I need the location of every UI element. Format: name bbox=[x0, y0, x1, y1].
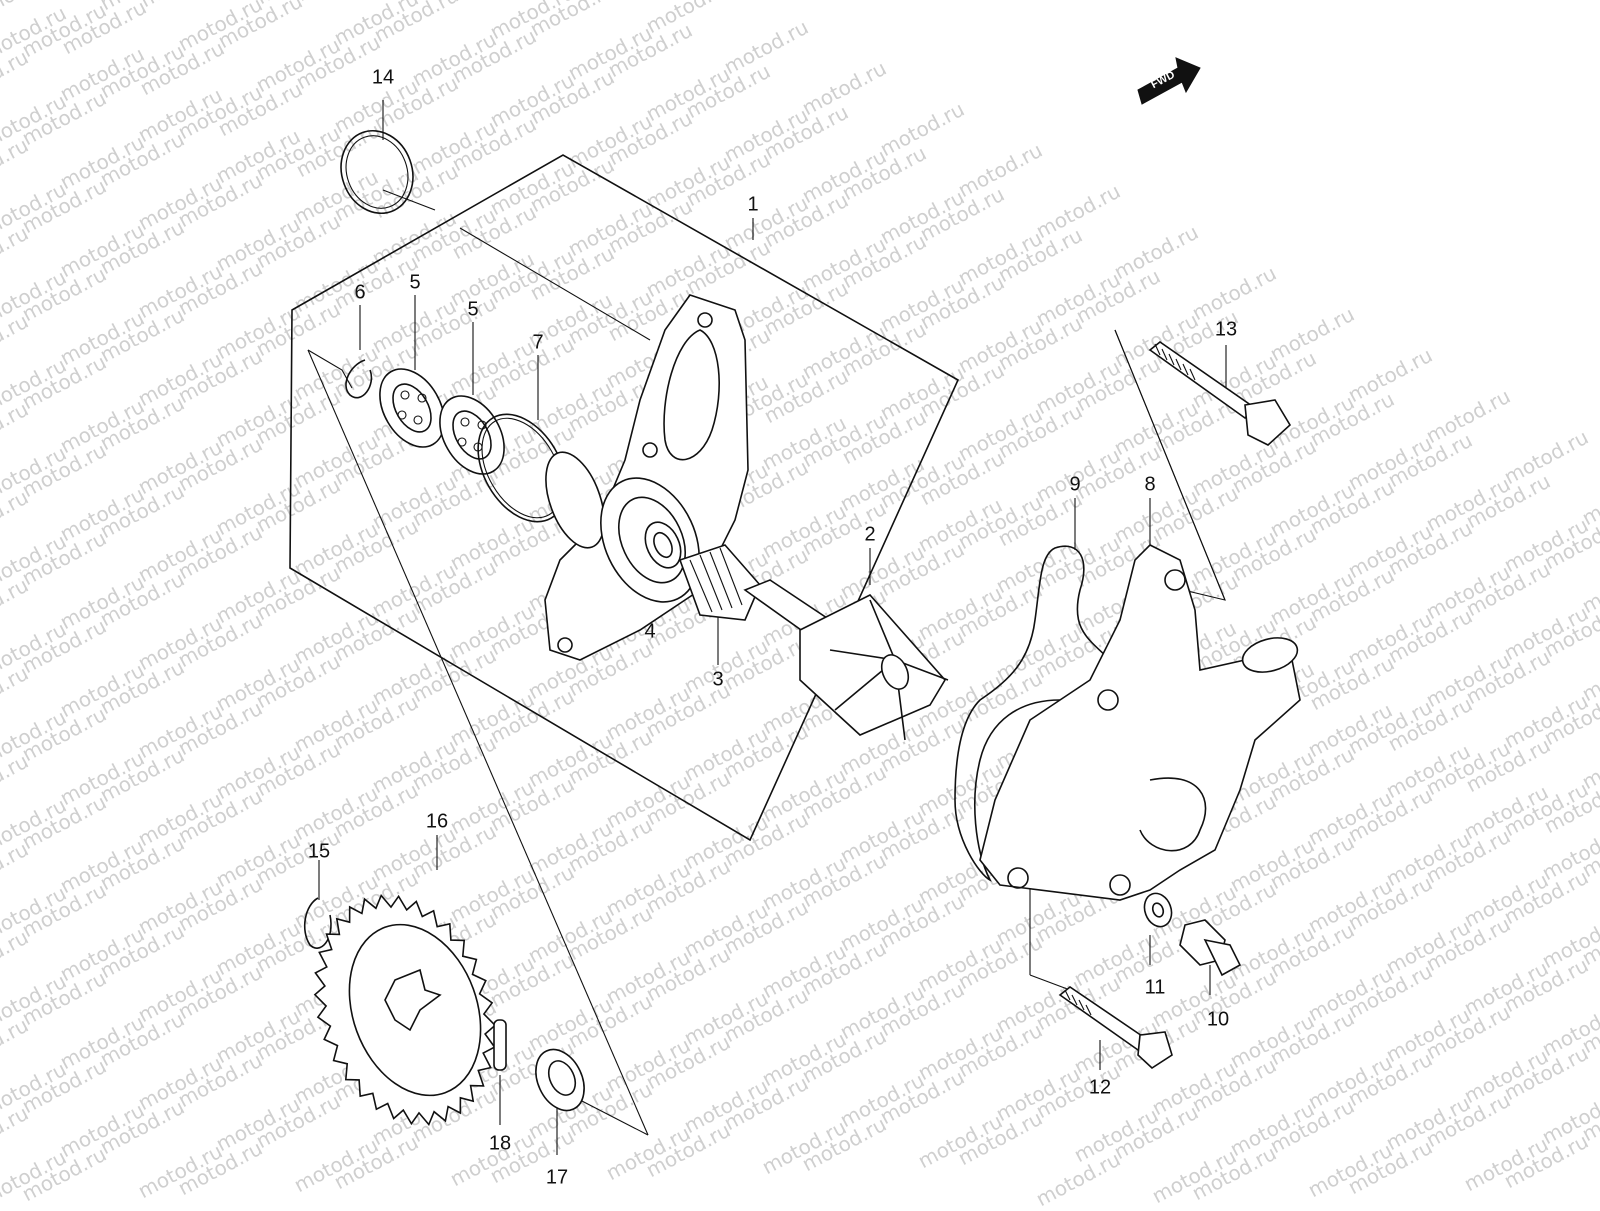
impeller-2 bbox=[799, 594, 949, 741]
label-10: 10 bbox=[1206, 1008, 1230, 1031]
washer-11 bbox=[1143, 892, 1173, 928]
fwd-arrow-icon bbox=[1137, 57, 1201, 105]
washer-17 bbox=[535, 1048, 585, 1112]
label-13: 13 bbox=[1214, 318, 1238, 341]
label-4: 4 bbox=[644, 620, 656, 643]
label-8: 8 bbox=[1144, 473, 1156, 496]
o-ring-14 bbox=[340, 129, 414, 215]
gear-16 bbox=[313, 893, 497, 1127]
label-3: 3 bbox=[712, 668, 724, 691]
pin-18 bbox=[493, 1019, 507, 1071]
label-17: 17 bbox=[545, 1166, 569, 1189]
bolt-13 bbox=[1148, 341, 1292, 446]
circlip-15 bbox=[303, 897, 332, 949]
label-5b: 5 bbox=[467, 298, 479, 321]
drain-bolt-10 bbox=[1179, 919, 1242, 977]
seal-4 bbox=[644, 521, 682, 569]
label-14: 14 bbox=[371, 66, 395, 89]
pump-cover-8 bbox=[979, 544, 1301, 901]
label-7: 7 bbox=[532, 331, 544, 354]
label-2: 2 bbox=[864, 523, 876, 546]
label-15: 15 bbox=[307, 840, 331, 863]
label-12: 12 bbox=[1088, 1076, 1112, 1099]
bearing-5a bbox=[379, 368, 445, 448]
o-ring-7 bbox=[477, 413, 567, 523]
label-1: 1 bbox=[747, 193, 759, 216]
label-9: 9 bbox=[1069, 473, 1081, 496]
gasket-9 bbox=[954, 545, 1113, 882]
bolt-12 bbox=[1058, 986, 1173, 1070]
circlip-6 bbox=[345, 359, 373, 399]
label-5a: 5 bbox=[409, 271, 421, 294]
label-16: 16 bbox=[425, 810, 449, 833]
label-11: 11 bbox=[1144, 976, 1166, 999]
label-6: 6 bbox=[354, 281, 366, 304]
label-18: 18 bbox=[488, 1132, 512, 1155]
